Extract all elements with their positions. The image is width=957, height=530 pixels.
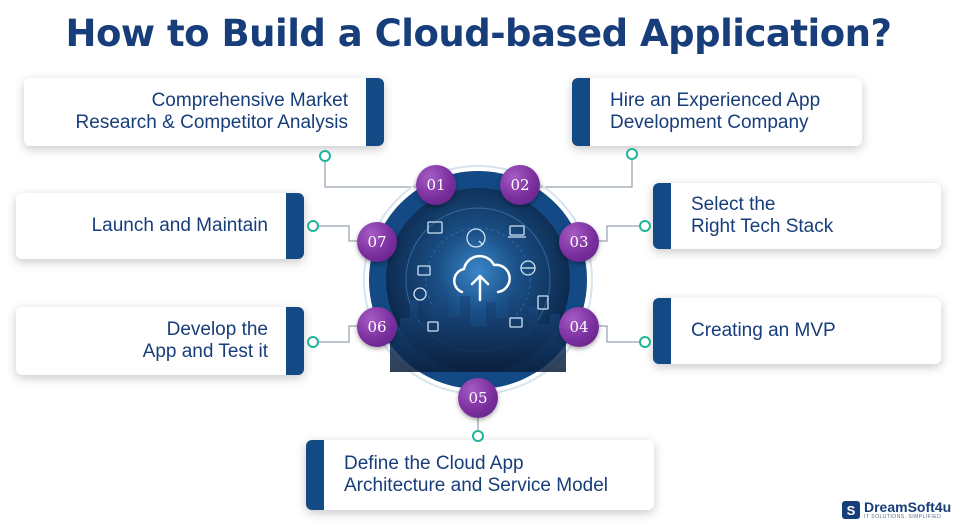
card-accent-bar	[572, 78, 590, 146]
step-badge-01: 01	[416, 165, 456, 205]
step-03-line-1: Select the	[691, 194, 776, 215]
step-07-line-1: Launch and Maintain	[91, 215, 268, 236]
connector-dot-05	[472, 430, 484, 442]
step-03-line-2: Right Tech Stack	[691, 216, 834, 237]
card-accent-bar	[286, 307, 304, 375]
logo-mark-icon: S	[842, 501, 860, 519]
connector-dot-04	[639, 336, 651, 348]
step-badge-07: 07	[357, 222, 397, 262]
step-card-04: Creating an MVP	[653, 298, 941, 364]
step-card-03: Select the Right Tech Stack	[653, 183, 941, 249]
step-badge-02: 02	[500, 165, 540, 205]
connector-lines	[313, 155, 645, 436]
laptop-icon	[509, 225, 525, 236]
search-icon	[466, 228, 486, 248]
connector-dot-02	[626, 148, 638, 160]
lock-icon	[427, 321, 439, 332]
step-04-line-1: Creating an MVP	[691, 320, 836, 341]
card-accent-bar	[366, 78, 384, 146]
step-02-line-1: Hire an Experienced App	[610, 90, 821, 111]
step-badge-03: 03	[559, 222, 599, 262]
document-icon	[537, 295, 549, 310]
wifi-icon	[413, 287, 427, 301]
connector-dot-01	[319, 150, 331, 162]
step-card-02: Hire an Experienced App Development Comp…	[572, 78, 862, 146]
page-title: How to Build a Cloud-based Application?	[65, 12, 892, 55]
mail-icon	[509, 317, 523, 328]
connector-dot-07	[307, 220, 319, 232]
card-accent-bar	[653, 183, 671, 249]
folder-icon	[427, 221, 443, 234]
card-accent-bar	[286, 193, 304, 259]
card-accent-bar	[306, 440, 324, 510]
tech-icons	[413, 221, 549, 332]
monitor-icon	[417, 265, 431, 276]
cloud-upload-icon	[453, 254, 511, 302]
step-06-line-2: App and Test it	[142, 341, 268, 362]
step-05-line-2: Architecture and Service Model	[344, 475, 609, 496]
dreamsoft4u-logo: S DreamSoft4u IT SOLUTIONS. SIMPLIFIED.	[842, 500, 951, 520]
card-accent-bar	[653, 298, 671, 364]
step-06-line-1: Develop the	[166, 319, 268, 340]
connector-dot-06	[307, 336, 319, 348]
connector-dot-03	[639, 220, 651, 232]
step-01-line-1: Comprehensive Market	[151, 90, 348, 111]
step-card-01: Comprehensive Market Research & Competit…	[24, 78, 384, 146]
step-card-06: Develop the App and Test it	[16, 307, 304, 375]
logo-tagline: IT SOLUTIONS. SIMPLIFIED.	[864, 514, 944, 520]
step-badge-06: 06	[357, 307, 397, 347]
step-05-line-1: Define the Cloud App	[344, 453, 524, 474]
step-card-05: Define the Cloud App Architecture and Se…	[306, 440, 654, 510]
step-card-07: Launch and Maintain	[16, 193, 304, 259]
step-badge-04: 04	[559, 307, 599, 347]
city-skyline	[390, 290, 566, 372]
step-02-line-2: Development Company	[610, 112, 809, 133]
step-01-line-2: Research & Competitor Analysis	[75, 112, 348, 133]
step-badge-05: 05	[458, 378, 498, 418]
logo-name: DreamSoft4u	[864, 499, 952, 515]
